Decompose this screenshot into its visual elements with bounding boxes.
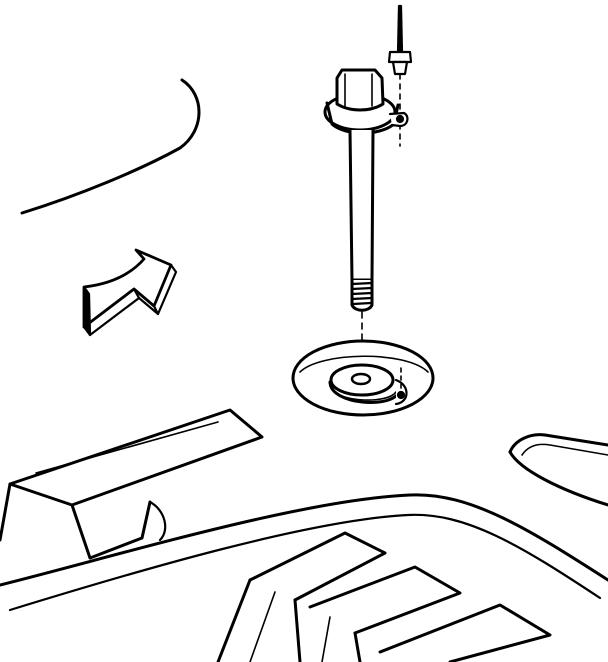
- vehicle-body-panel: [0, 408, 608, 662]
- pin-fastener: [387, 4, 413, 147]
- recessed-mount-hole: [291, 339, 435, 417]
- direction-arrow: [82, 248, 178, 337]
- retaining-clip: [394, 367, 408, 406]
- body-panel-upper-edge: [20, 78, 201, 215]
- threaded-shank: [348, 128, 375, 373]
- hex-head-bolt: [323, 68, 409, 135]
